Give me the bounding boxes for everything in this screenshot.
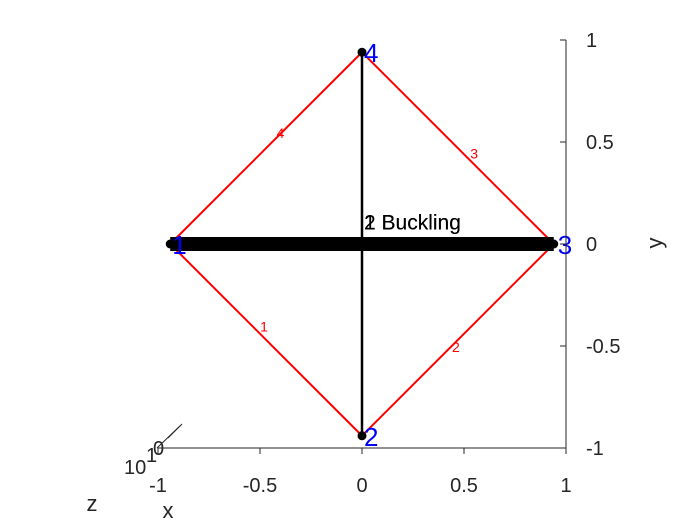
z-tick-label: 0 — [153, 438, 164, 460]
y-axis-label: y — [642, 238, 667, 249]
z-tick-label: 10 — [124, 457, 146, 479]
y-tick-label: -1 — [586, 438, 604, 460]
y-tick-label: 1 — [586, 30, 597, 52]
x-tick-label: -1 — [149, 475, 167, 497]
truss-element — [361, 51, 555, 245]
element-label: 4 — [277, 125, 285, 141]
node-marker — [549, 239, 559, 249]
x-tick-label: 0 — [356, 475, 367, 497]
y-tick-label: 0.5 — [586, 132, 614, 154]
truss-element — [169, 243, 363, 437]
z-axis-label: z — [87, 491, 98, 516]
x-tick-label: -0.5 — [243, 475, 277, 497]
node-markers — [165, 47, 559, 441]
truss-element — [361, 243, 555, 437]
node-label: 1 — [172, 230, 186, 260]
truss-elements — [169, 51, 555, 437]
buckling-annotation: 2 Buckling — [364, 212, 461, 235]
z-axis-tick — [167, 431, 175, 439]
x-axis: -1 -0.5 0 0.5 1 — [149, 447, 572, 497]
node-marker — [165, 239, 175, 249]
x-tick-label: 1 — [560, 475, 571, 497]
buckling-annotation: 1 Buckling — [364, 212, 461, 235]
y-tick-label: -0.5 — [586, 336, 620, 358]
x-tick-label: 0.5 — [450, 475, 478, 497]
y-tick-label: 0 — [586, 234, 597, 256]
truss-element — [169, 51, 363, 245]
x-axis-label: x — [163, 498, 174, 523]
node-label: 3 — [558, 230, 572, 260]
y-axis: 1 0.5 0 -0.5 -1 — [560, 30, 620, 460]
node-label: 2 — [364, 422, 378, 452]
z-axis-tick — [173, 425, 181, 433]
element-labels: 1 2 3 4 — [260, 125, 478, 355]
node-labels: 1 2 3 4 — [172, 38, 572, 452]
node-label: 4 — [364, 38, 378, 68]
z-tick-label: 1 — [146, 445, 157, 467]
element-label: 2 — [452, 339, 460, 355]
node-marker — [357, 431, 367, 441]
element-label: 3 — [470, 145, 478, 161]
compression-members — [170, 52, 554, 436]
node-marker — [357, 47, 367, 57]
element-label: 1 — [260, 319, 268, 335]
